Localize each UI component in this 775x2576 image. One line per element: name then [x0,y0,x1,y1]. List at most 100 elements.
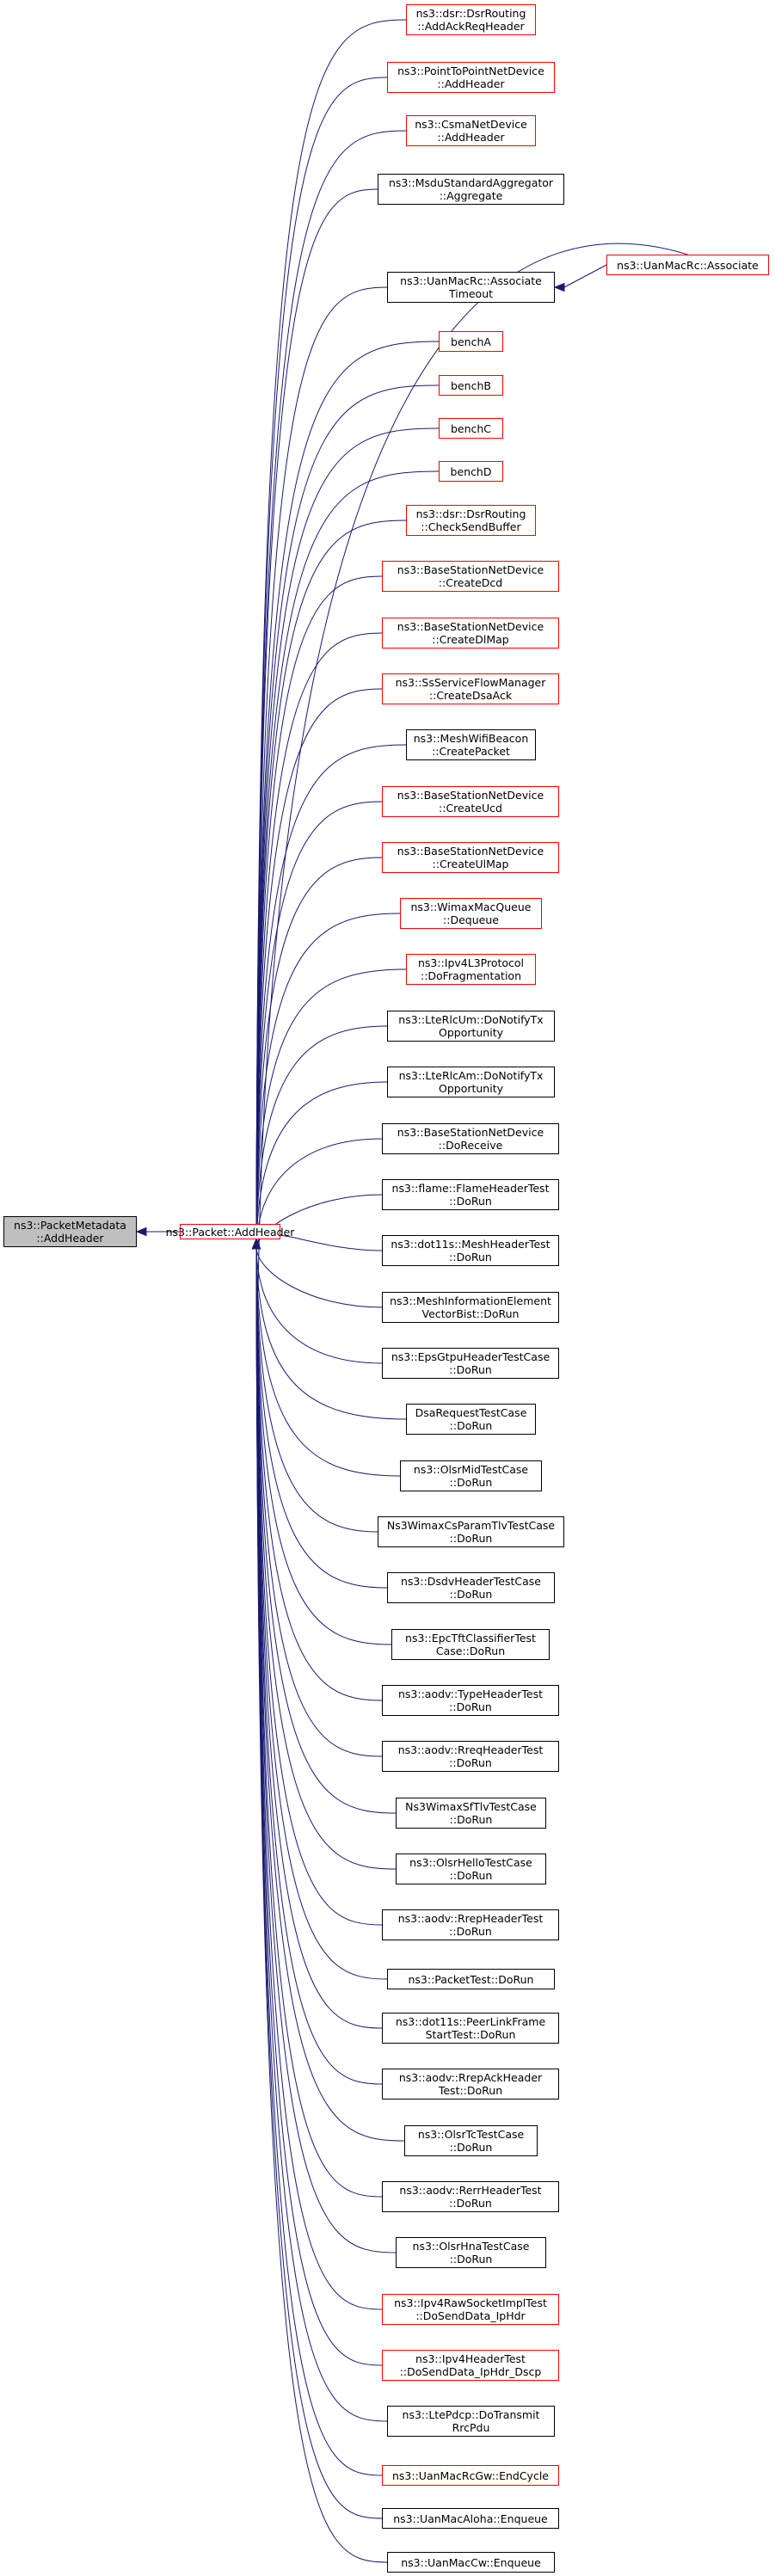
function-node-ns3-packet-addheader[interactable]: ns3::Packet::AddHeader [166,1224,294,1239]
node-label-line: ns3::LteRlcAm::DoNotifyTx [398,1069,544,1082]
node-label-line: ns3::dot11s::PeerLinkFrame [395,2015,546,2028]
node-label-line: DsaRequestTestCase [415,1406,527,1419]
function-node-benchd[interactable]: benchD [439,461,503,482]
function-node-ns3-olsrtctestcase-dorun[interactable]: ns3::OlsrTcTestCase::DoRun [404,2125,538,2156]
node-label-line: ::DoRun [449,1251,492,1263]
call-edge [255,1247,397,1814]
node-label-line: ns3::OlsrMidTestCase [413,1463,529,1476]
call-edge [255,1247,383,1701]
call-edge-arrowhead [135,1227,147,1237]
function-node-ns3-uanmaccw-enqueue[interactable]: ns3::UanMacCw::Enqueue [387,2552,555,2573]
call-edge [255,1247,383,2476]
function-node-bencha[interactable]: benchA [439,331,503,352]
call-edge [255,1247,383,1364]
function-node-ns3-pointtopointnetdevice-addheader[interactable]: ns3::PointToPointNetDevice::AddHeader [387,62,555,93]
node-label-line: ns3::aodv::RrepHeaderTest [397,1912,544,1925]
function-node-ns3-ipv4rawsocketimpltest-dosenddata-iphdr[interactable]: ns3::Ipv4RawSocketImplTest::DoSendData_I… [382,2294,559,2325]
function-node-ns3-olsrmidtestcase-dorun[interactable]: ns3::OlsrMidTestCase::DoRun [400,1460,542,1491]
function-node-ns3-dsr-dsrrouting-checksendbuffer[interactable]: ns3::dsr::DsrRouting::CheckSendBuffer [406,505,536,536]
function-node-ns3-flame-flameheadertest-dorun[interactable]: ns3::flame::FlameHeaderTest::DoRun [382,1179,559,1210]
node-label-line: ns3::aodv::TypeHeaderTest [397,1688,544,1700]
node-label-line: ::CreateDsaAck [428,689,513,702]
function-node-benchb[interactable]: benchB [439,375,503,396]
call-edge [255,1247,405,2142]
function-node-ns3-olsrhellotestcase-dorun[interactable]: ns3::OlsrHelloTestCase::DoRun [396,1854,546,1884]
node-label-line: ns3::UanMacCw::Enqueue [401,2555,541,2569]
function-node-ns3-ipv4l3protocol-dofragmentation[interactable]: ns3::Ipv4L3Protocol::DoFragmentation [406,954,536,985]
function-node-ns3-uanmacaloha-enqueue[interactable]: ns3::UanMacAloha::Enqueue [382,2508,559,2529]
function-node-benchc[interactable]: benchC [439,418,503,439]
call-edge [255,520,407,1249]
node-label-line: ns3::aodv::RerrHeaderTest [399,2184,542,2197]
node-label-line: ns3::OlsrTcTestCase [417,2128,525,2141]
call-edge [255,801,383,1249]
function-node-ns3-meshwifibeacon-createpacket[interactable]: ns3::MeshWifiBeacon::CreatePacket [406,729,536,760]
function-node-ns3-basestationnetdevice-createulmap[interactable]: ns3::BaseStationNetDevice::CreateUlMap [382,842,559,873]
node-label-line: Ns3WimaxSfTlvTestCase [405,1800,537,1813]
call-edge [255,857,383,1249]
function-node-ns3-uanmacrcgw-endcycle[interactable]: ns3::UanMacRcGw::EndCycle [382,2465,559,2486]
function-node-ns3-aodv-typeheadertest-dorun[interactable]: ns3::aodv::TypeHeaderTest::DoRun [382,1685,559,1716]
node-label-line: ::AddAckReqHeader [417,20,525,33]
function-node-ns3-olsrhnatestcase-dorun[interactable]: ns3::OlsrHnaTestCase::DoRun [396,2237,546,2268]
function-node-ns3-aodv-rrepheadertest-dorun[interactable]: ns3::aodv::RrepHeaderTest::DoRun [382,1909,559,1940]
node-label-line: ns3::UanMacRc::Associate [400,274,542,287]
function-node-ns3-basestationnetdevice-createucd[interactable]: ns3::BaseStationNetDevice::CreateUcd [382,786,559,817]
function-node-ns3-aodv-rerrheadertest-dorun[interactable]: ns3::aodv::RerrHeaderTest::DoRun [382,2181,559,2212]
function-node-ns3-msdustandardaggregator-aggregate[interactable]: ns3::MsduStandardAggregator::Aggregate [378,174,564,205]
node-label-line: benchB [451,378,491,392]
function-node-ns3-dsdvheadertestcase-dorun[interactable]: ns3::DsdvHeaderTestCase::DoRun [387,1572,555,1603]
function-node-ns3-dot11s-meshheadertest-dorun[interactable]: ns3::dot11s::MeshHeaderTest::DoRun [382,1235,559,1266]
node-label-line: Opportunity [438,1082,503,1095]
function-node-ns3-basestationnetdevice-createdlmap[interactable]: ns3::BaseStationNetDevice::CreateDlMap [382,618,559,649]
function-node-ns3-basestationnetdevice-createdcd[interactable]: ns3::BaseStationNetDevice::CreateDcd [382,561,559,592]
node-label-line: ::CheckSendBuffer [421,520,521,533]
call-edge [255,1233,383,1251]
node-label-line: ns3::SsServiceFlowManager [395,676,546,689]
node-label-line: ::DoReceive [438,1139,503,1152]
function-node-ns3-wimaxmacqueue-dequeue[interactable]: ns3::WimaxMacQueue::Dequeue [400,898,542,929]
call-edge [255,1247,388,2422]
function-node-ns3-epsgtpuheadertestcase-dorun[interactable]: ns3::EpsGtpuHeaderTestCase::DoRun [382,1348,559,1379]
function-node-dsarequesttestcase-dorun[interactable]: DsaRequestTestCase::DoRun [406,1404,536,1435]
node-label-line: ::DoRun [449,1476,493,1489]
call-edge [255,341,440,1249]
function-node-ns3-uanmacrc-associate[interactable]: ns3::UanMacRc::Associate [606,255,769,275]
call-edge [255,744,407,1249]
function-node-ns3-ipv4headertest-dosenddata-iphdr-dscp[interactable]: ns3::Ipv4HeaderTest::DoSendData_IpHdr_Ds… [382,2350,559,2381]
node-label-line: ::DoRun [449,1363,492,1376]
call-edge [255,1247,383,1308]
node-label-line: ns3::PacketMetadata [14,1219,126,1232]
function-node-ns3-packettest-dorun[interactable]: ns3::PacketTest::DoRun [387,1969,555,1989]
function-node-ns3-dsr-dsrrouting-addackreqheader[interactable]: ns3::dsr::DsrRouting::AddAckReqHeader [406,4,536,35]
node-label-line: Timeout [448,287,494,300]
function-node-ns3-csmanetdevice-addheader[interactable]: ns3::CsmaNetDevice::AddHeader [406,115,536,146]
node-label-line: ns3::MsduStandardAggregator [388,176,554,189]
function-node-ns3-aodv-rreqheadertest-dorun[interactable]: ns3::aodv::RreqHeaderTest::DoRun [382,1741,559,1772]
node-label-line: ::DoRun [449,1419,493,1432]
function-node-ns3wimaxsftlvtestcase-dorun[interactable]: Ns3WimaxSfTlvTestCase::DoRun [396,1798,546,1829]
function-node-ns3wimaxcsparamtlvtestcase-dorun[interactable]: Ns3WimaxCsParamTlvTestCase::DoRun [378,1516,564,1547]
node-label-line: ::DoRun [449,1532,493,1545]
node-label-line: ns3::aodv::RreqHeaderTest [397,1743,544,1756]
node-label-line: ::DoRun [449,1588,493,1601]
node-label-line: ::CreateUlMap [432,858,509,870]
node-label-line: ns3::BaseStationNetDevice [397,1126,544,1139]
function-node-ns3-basestationnetdevice-doreceive[interactable]: ns3::BaseStationNetDevice::DoReceive [382,1123,559,1154]
node-label-line: ::DoRun [449,2253,493,2266]
node-label-line: ns3::OlsrHnaTestCase [412,2240,530,2253]
function-node-ns3-ssserviceflowmanager-createdsaack[interactable]: ns3::SsServiceFlowManager::CreateDsaAck [382,673,559,704]
node-label-line: ns3::LteRlcUm::DoNotifyTx [398,1013,544,1026]
node-label-line: ::DoRun [449,1869,493,1882]
node-label-line: ns3::BaseStationNetDevice [397,789,544,802]
node-label-line: ns3::flame::FlameHeaderTest [391,1182,550,1195]
node-label-line: StartTest::DoRun [425,2028,516,2041]
